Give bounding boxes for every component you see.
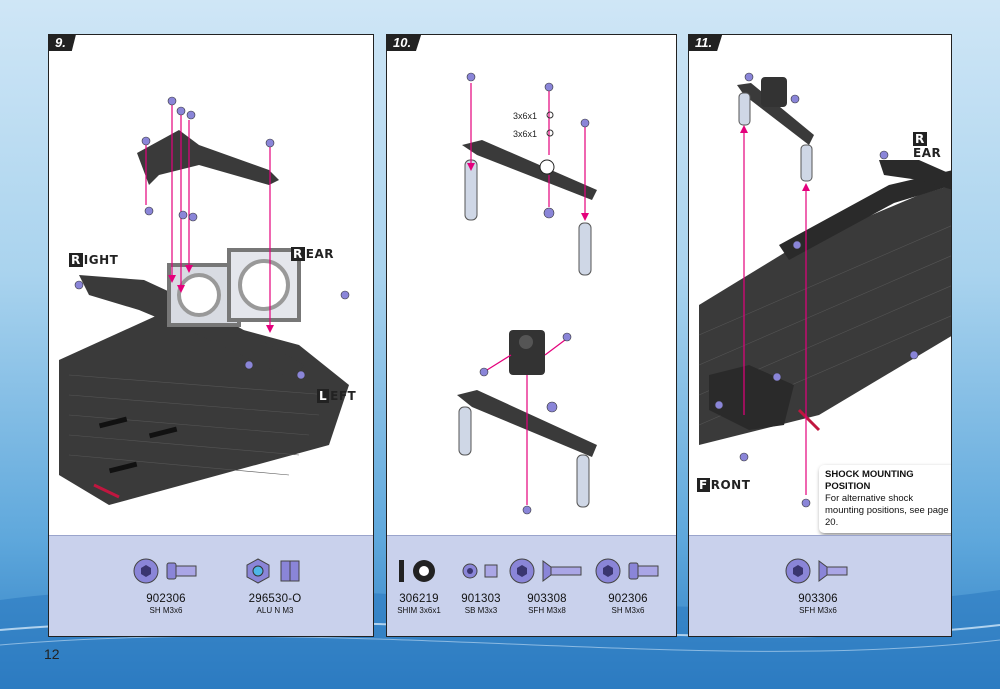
shock-mounting-note: SHOCK MOUNTING POSITION For alternative …	[819, 465, 951, 533]
step-10-drawing	[457, 72, 597, 515]
shim-icon	[399, 560, 435, 582]
step-number: 10.	[387, 35, 422, 51]
step-9-panel: 9.	[48, 34, 374, 637]
socket-head-screw-icon	[595, 558, 659, 584]
part-item: 902306 SH M3x6	[133, 558, 199, 615]
motor-mount	[167, 248, 301, 327]
page-number: 12	[44, 646, 60, 662]
step-number: 9.	[49, 35, 76, 51]
socket-head-screw-icon	[133, 558, 197, 584]
flat-head-screw-icon	[785, 558, 848, 584]
chassis-plate	[59, 310, 349, 505]
flat-head-screw-icon	[509, 558, 582, 584]
part-item: 901303 SB M3x3	[459, 558, 503, 615]
part-item: 903308 SFH M3x8	[509, 558, 585, 615]
part-item: 902306 SH M3x6	[595, 558, 661, 615]
set-screw-icon	[462, 563, 498, 579]
t-plate	[137, 130, 279, 185]
step-11-panel: 11.	[688, 34, 952, 637]
parts-list: 903306 SFH M3x6	[689, 535, 951, 636]
hex-nut-icon	[246, 558, 300, 584]
part-item: 296530-O ALU N M3	[245, 558, 305, 615]
step-number: 11.	[689, 35, 723, 51]
step-9-drawing	[59, 96, 350, 505]
note-body: For alternative shock mounting positions…	[825, 493, 949, 528]
direction-rear-label: REAR	[913, 132, 942, 160]
shim-label: 3x6x1	[513, 111, 538, 121]
part-item: 903306 SFH M3x6	[785, 558, 851, 615]
parts-list: 902306 SH M3x6 296530-O ALU N M3	[49, 535, 373, 636]
note-title: SHOCK MOUNTING POSITION	[825, 469, 914, 492]
step-11-drawing	[698, 72, 951, 508]
parts-list: 306219 SHIM 3x6x1 901303 SB M3x3 903308 …	[387, 535, 676, 636]
shim-label: 3x6x1	[513, 129, 538, 139]
part-item: 306219 SHIM 3x6x1	[397, 558, 441, 615]
step-10-panel: 10.	[386, 34, 677, 637]
